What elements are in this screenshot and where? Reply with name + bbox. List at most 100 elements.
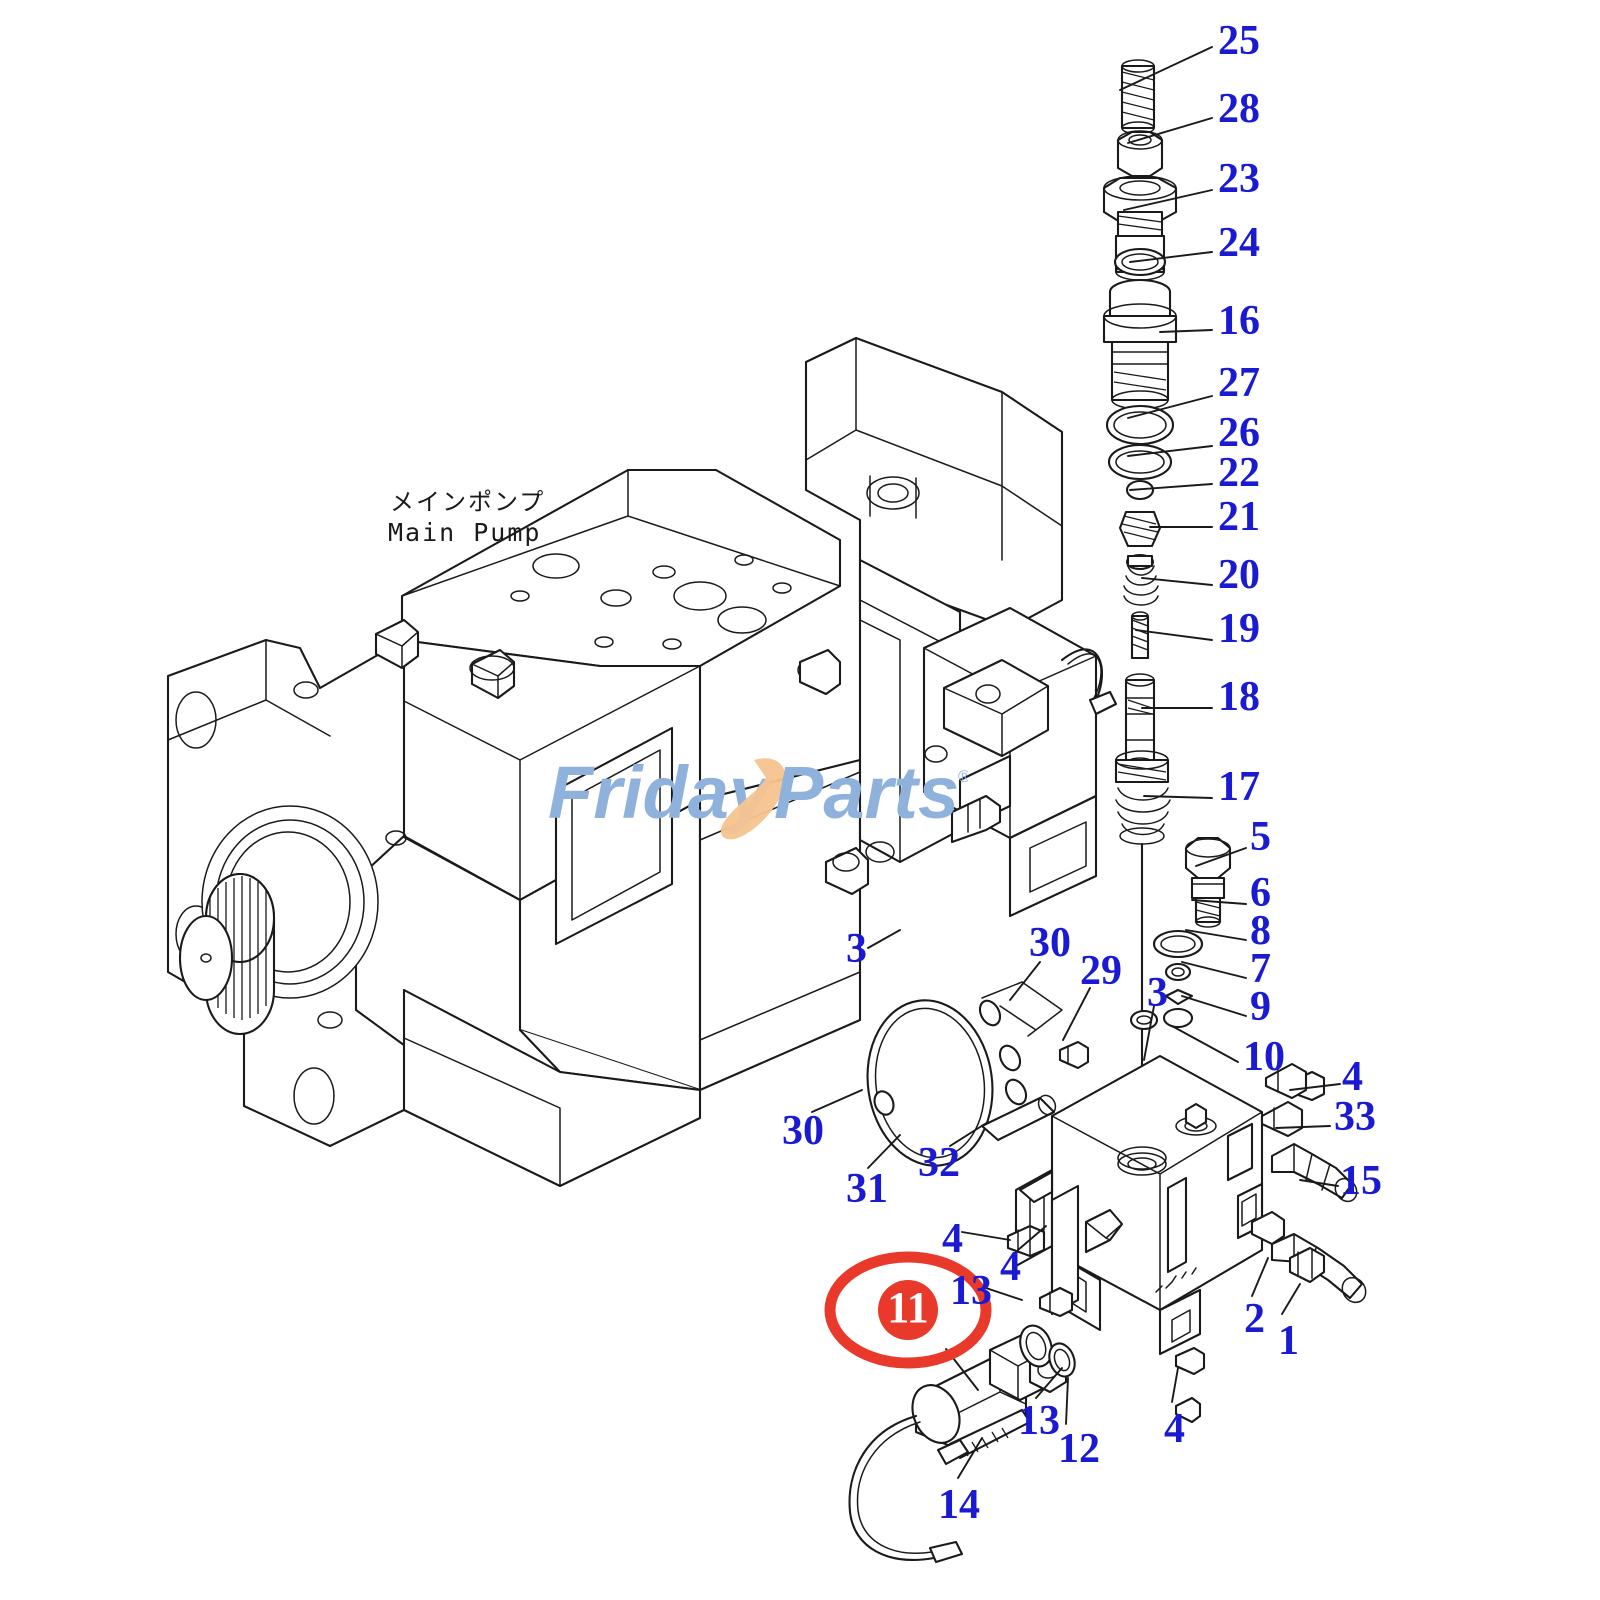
callout-27: 27 xyxy=(1218,360,1260,406)
leader-line-24 xyxy=(1129,251,1213,263)
callout-26: 26 xyxy=(1218,410,1260,456)
leader-line-10 xyxy=(1171,1025,1239,1063)
leader-line-27 xyxy=(1127,395,1213,419)
callout-16: 16 xyxy=(1218,298,1260,344)
part-19-spring xyxy=(1130,611,1150,660)
highlighted-part-number: 11 xyxy=(887,1283,929,1332)
leader-line-20 xyxy=(1141,577,1213,586)
callout-4: 4 xyxy=(1164,1406,1185,1452)
callout-22: 22 xyxy=(1218,450,1260,496)
part-1-nut xyxy=(1288,1246,1326,1284)
part-18-pin xyxy=(1124,673,1156,771)
part-30-rings xyxy=(873,999,1028,1116)
callout-13: 13 xyxy=(950,1268,992,1314)
highlight-dot xyxy=(878,1280,938,1340)
leader-line-30 xyxy=(811,1089,863,1113)
part-31-oring xyxy=(866,999,994,1167)
callout-7: 7 xyxy=(1250,946,1271,992)
part-9-oring xyxy=(1162,1007,1194,1029)
leader-line-31 xyxy=(867,1134,901,1169)
leader-line-22 xyxy=(1129,483,1213,491)
callout-4: 4 xyxy=(942,1216,963,1262)
leader-line-13 xyxy=(1035,1367,1063,1399)
callout-29: 29 xyxy=(1080,948,1122,994)
leader-line-4 xyxy=(1289,1083,1341,1091)
main-pump-body xyxy=(166,336,1118,1188)
callout-1: 1 xyxy=(1278,1318,1299,1364)
leader-line-7 xyxy=(1181,961,1247,979)
callout-19: 19 xyxy=(1218,606,1260,652)
leader-line-25 xyxy=(1119,46,1213,91)
highlight-ring xyxy=(824,1251,992,1369)
callout-6: 6 xyxy=(1250,870,1271,916)
callout-21: 21 xyxy=(1218,494,1260,540)
leader-line-30 xyxy=(1009,961,1041,1001)
callout-17: 17 xyxy=(1218,764,1260,810)
callout-24: 24 xyxy=(1218,220,1260,266)
callout-28: 28 xyxy=(1218,86,1260,132)
leader-line-28 xyxy=(1127,117,1213,144)
callout-23: 23 xyxy=(1218,156,1260,202)
main-pump-label-english: Main Pump xyxy=(388,518,542,547)
callout-3: 3 xyxy=(846,926,867,972)
callout-33: 33 xyxy=(1334,1094,1376,1140)
callout-8: 8 xyxy=(1250,908,1271,954)
leader-line-19 xyxy=(1135,629,1213,641)
leader-line-3 xyxy=(1143,1005,1155,1061)
part-26-backup-ring xyxy=(1107,443,1173,481)
callout-20: 20 xyxy=(1218,552,1260,598)
part-17-spring-assembly xyxy=(1114,750,1171,1092)
callout-31: 31 xyxy=(846,1166,888,1212)
leader-line-6 xyxy=(1191,899,1247,905)
callout-25: 25 xyxy=(1218,18,1260,64)
regulator-block xyxy=(866,981,1367,1376)
part-5-bolt xyxy=(1184,836,1232,928)
leader-line-32 xyxy=(949,1121,989,1147)
part-2-bolt xyxy=(1250,1210,1286,1246)
callout-4: 4 xyxy=(1000,1244,1021,1290)
leader-line-23 xyxy=(1123,189,1213,211)
leader-line-4 xyxy=(1171,1367,1179,1403)
callout-4: 4 xyxy=(1342,1054,1363,1100)
callout-15: 15 xyxy=(1340,1158,1382,1204)
leader-line-3 xyxy=(867,929,901,949)
callout-30: 30 xyxy=(782,1108,824,1154)
part-25-spring xyxy=(1120,59,1156,135)
callout-18: 18 xyxy=(1218,674,1260,720)
small-fitting-parts xyxy=(1129,836,1232,1031)
callout-30: 30 xyxy=(1029,920,1071,966)
callout-10: 10 xyxy=(1243,1034,1285,1080)
leader-line-4 xyxy=(1017,1225,1047,1251)
part-20-spring xyxy=(1123,553,1159,606)
leader-line-9 xyxy=(1181,995,1247,1017)
leader-line-15 xyxy=(1299,1179,1339,1187)
part-16-cartridge xyxy=(1102,278,1178,410)
main-pump-label-japanese: メインポンプ xyxy=(390,488,546,516)
part-32-pin xyxy=(980,1094,1057,1142)
callout-9: 9 xyxy=(1250,984,1271,1030)
leader-line-17 xyxy=(1143,795,1213,799)
valve-stack-parts xyxy=(1102,59,1178,1092)
leader-line-29 xyxy=(1062,987,1091,1041)
leader-line-33 xyxy=(1275,1125,1331,1129)
part-8-ring xyxy=(1164,962,1192,982)
callout-3: 3 xyxy=(1147,970,1168,1016)
callout-13: 13 xyxy=(1018,1398,1060,1444)
callout-5: 5 xyxy=(1250,814,1271,860)
leader-line-5 xyxy=(1195,847,1247,867)
callout-12: 12 xyxy=(1058,1426,1100,1472)
callout-leader-lines xyxy=(811,46,1341,1479)
callout-14: 14 xyxy=(938,1482,980,1528)
part-28-nut xyxy=(1116,130,1164,178)
leader-line-8 xyxy=(1185,929,1247,941)
leader-line-13 xyxy=(979,1285,1023,1301)
part-24-oring xyxy=(1113,247,1167,277)
highlight-marker xyxy=(824,1251,992,1391)
leader-line-16 xyxy=(1159,329,1213,333)
part-27-oring xyxy=(1105,404,1175,446)
part-21-poppet xyxy=(1118,510,1162,548)
leader-line-1 xyxy=(1281,1283,1301,1315)
solenoid-valve-assembly xyxy=(848,1324,1202,1564)
callout-2: 2 xyxy=(1244,1296,1265,1342)
callout-32: 32 xyxy=(918,1140,960,1186)
